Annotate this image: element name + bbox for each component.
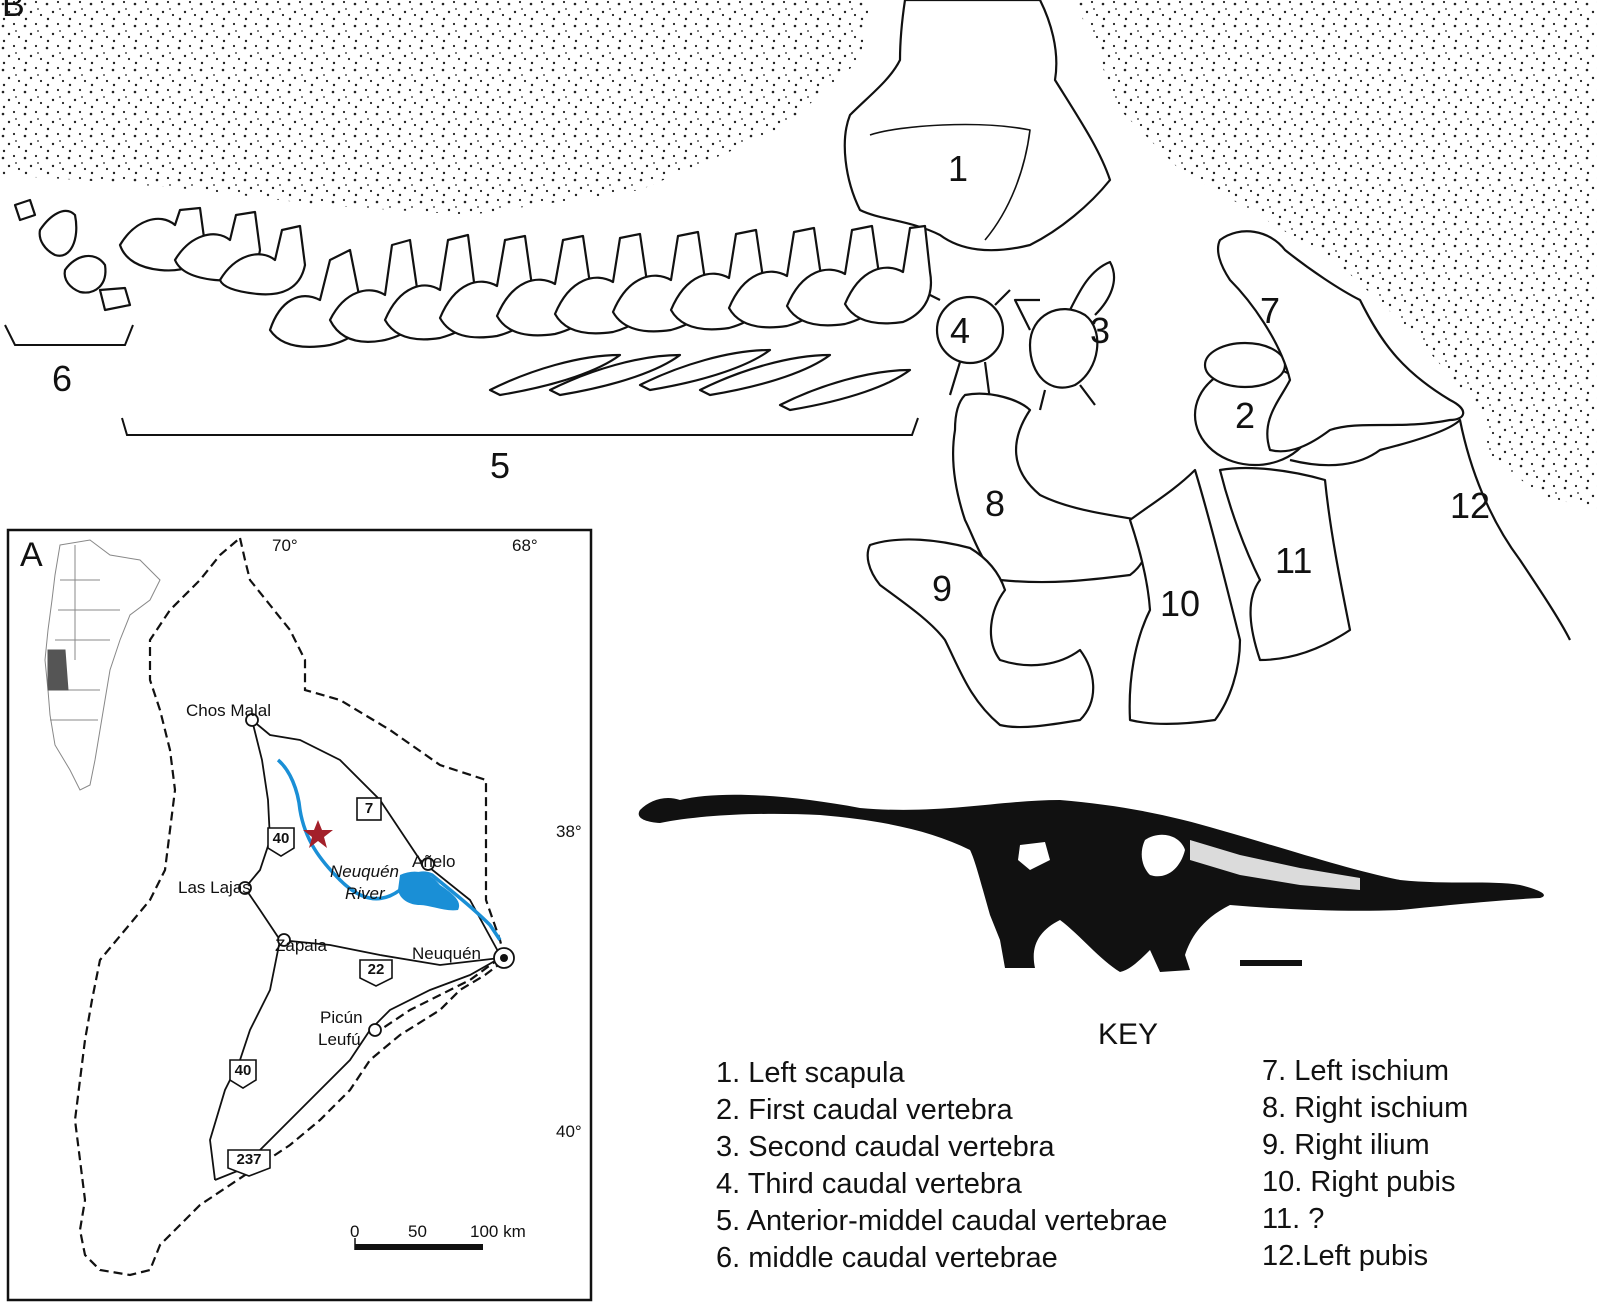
scale-label-50: 50 <box>408 1222 427 1241</box>
key-item: 11. ? <box>1262 1203 1325 1235</box>
bone-right-ischium <box>951 392 1148 584</box>
bracket-anterior-middle-caudal <box>121 417 919 436</box>
part-number-6: 6 <box>52 358 73 399</box>
place-zapala: Zapala <box>275 936 327 955</box>
key-item: 10. Right pubis <box>1262 1166 1456 1198</box>
route-label-22: 22 <box>367 961 385 978</box>
key-right-column: 7. Left ischium 8. Right ischium 9. Righ… <box>1262 1053 1468 1275</box>
route-label-40-south: 40 <box>234 1062 252 1079</box>
part-number-9: 9 <box>932 568 953 609</box>
bracket-middle-caudal <box>4 324 134 346</box>
panel-a-label: A <box>20 536 43 574</box>
key-item: 8. Right ischium <box>1262 1092 1469 1124</box>
key-item: 9. Right ilium <box>1262 1129 1430 1161</box>
part-number-12: 12 <box>1450 485 1491 526</box>
key-item: 1. Left scapula <box>716 1057 905 1089</box>
scale-label-100km: 100 km <box>470 1222 526 1241</box>
route-label-237: 237 <box>236 1151 262 1168</box>
river-label-line2: River <box>345 884 385 903</box>
bone-right-ilium <box>866 538 1095 729</box>
bone-third-caudal <box>935 295 1005 365</box>
key-item: 2. First caudal vertebra <box>716 1094 1013 1126</box>
part-number-1: 1 <box>948 148 969 189</box>
scale-label-0: 0 <box>350 1222 360 1241</box>
part-number-3: 3 <box>1090 310 1111 351</box>
place-anelo: Añelo <box>412 852 456 871</box>
part-number-7: 7 <box>1260 290 1281 331</box>
key-item: 12.Left pubis <box>1262 1240 1429 1272</box>
bone-left-ischium <box>1216 230 1465 453</box>
key-item: 5. Anterior-middel caudal vertebrae <box>716 1205 1168 1237</box>
key-item: 6. middle caudal vertebrae <box>716 1242 1058 1274</box>
route-label-40-north: 40 <box>272 830 290 847</box>
place-neuquen: Neuquén <box>412 944 482 963</box>
bone-right-pubis <box>1128 468 1242 725</box>
latitude-label-38: 38° <box>556 822 582 841</box>
matrix-stipple-left <box>0 0 870 215</box>
longitude-label-68: 68° <box>512 536 538 555</box>
matrix-stipple-right <box>1075 0 1597 510</box>
part-number-2: 2 <box>1235 395 1256 436</box>
place-las-lajas: Las Lajas <box>178 878 251 897</box>
key-item: 3. Second caudal vertebra <box>716 1131 1055 1163</box>
part-number-10: 10 <box>1160 583 1201 624</box>
bone-left-pubis <box>1289 418 1571 641</box>
place-picun: Picún <box>320 1008 363 1027</box>
latitude-label-40: 40° <box>556 1122 582 1141</box>
part-number-8: 8 <box>985 483 1006 524</box>
panel-b-label: B <box>2 0 25 24</box>
place-leufu: Leufú <box>318 1030 361 1049</box>
key-title: KEY <box>1098 1018 1159 1051</box>
bone-second-caudal <box>1028 308 1099 389</box>
bone-unidentified <box>1218 466 1352 662</box>
key-item: 7. Left ischium <box>1262 1055 1449 1087</box>
key-left-column: 1. Left scapula 2. First caudal vertebra… <box>716 1055 1167 1277</box>
longitude-label-70: 70° <box>272 536 298 555</box>
part-number-4: 4 <box>950 310 971 351</box>
bone-series-anterior-middle-caudal <box>268 224 933 412</box>
place-chos-malal: Chos Malal <box>186 701 272 720</box>
bone-series-middle-caudal <box>13 198 307 312</box>
part-number-11: 11 <box>1275 540 1313 581</box>
river-label-line1: Neuquén <box>330 862 400 881</box>
part-number-5: 5 <box>490 445 511 486</box>
route-label-7: 7 <box>364 800 374 817</box>
key-item: 4. Third caudal vertebra <box>716 1168 1022 1200</box>
